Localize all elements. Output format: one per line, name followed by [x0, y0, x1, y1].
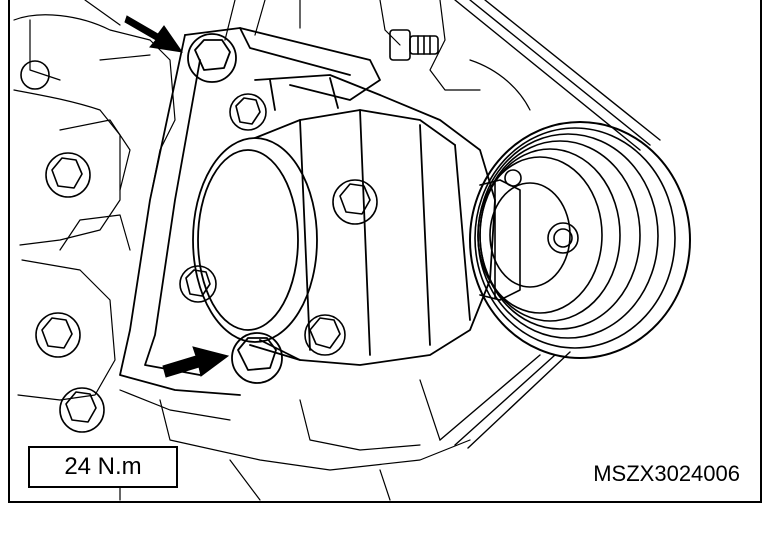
- engine-bolt: [45, 152, 91, 198]
- engine-bolt: [35, 312, 81, 358]
- torque-spec-text: 24 N.m: [64, 453, 142, 480]
- pump-bolt: [229, 93, 267, 131]
- torque-spec-label: 24 N.m: [28, 446, 178, 488]
- arrow-pointer-icon: [162, 346, 230, 378]
- reference-code: MSZX3024006: [593, 461, 740, 486]
- engine-block-outline: [13, 0, 531, 501]
- engine-bolt: [20, 60, 50, 90]
- power-steering-pump-body: [192, 74, 496, 366]
- drive-belt: [439, 0, 661, 449]
- pump-bolt: [304, 314, 346, 356]
- pressure-union-fitting: [389, 29, 439, 61]
- pump-bolt-bottom: [231, 332, 283, 384]
- pump-bolt: [179, 265, 217, 303]
- pump-pulley: [469, 121, 691, 359]
- pump-bolt: [332, 179, 378, 225]
- engine-bolt: [59, 387, 105, 433]
- arrow-pointer-icon: [124, 15, 184, 53]
- illustration-frame: [8, 0, 762, 503]
- bracket-bolt-top: [187, 33, 237, 83]
